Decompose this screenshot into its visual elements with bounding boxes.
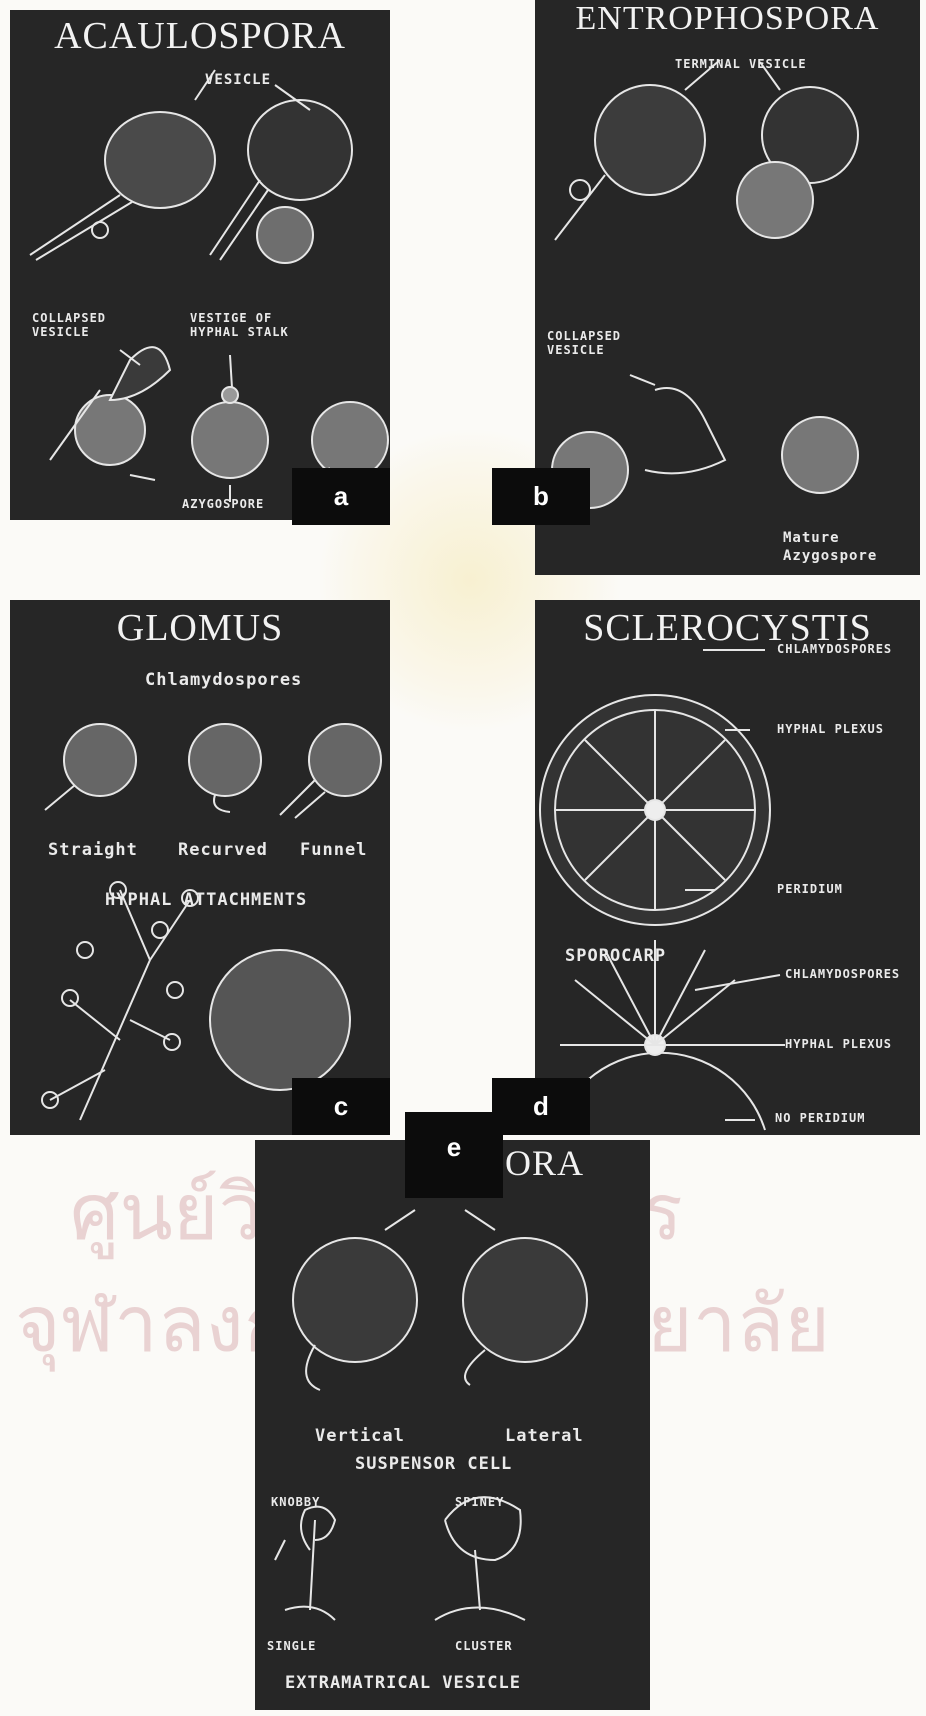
label-collapsed-vesicle-1: COLLAPSED [32, 312, 106, 325]
label-mature-2: Azygospore [783, 548, 877, 564]
panel-tag-a: a [292, 468, 390, 525]
label-hyphal-plexus-2: HYPHAL PLEXUS [785, 1038, 892, 1051]
gigaspora-illustration [255, 1140, 650, 1710]
label-suspensor-cell: SUSPENSOR CELL [355, 1456, 512, 1472]
label-vertical: Vertical [315, 1428, 405, 1444]
panel-tag-b: b [492, 468, 590, 525]
label-funnel: Funnel [300, 842, 367, 858]
label-spiney: SPINEY [455, 1496, 504, 1509]
glomus-illustration [10, 600, 390, 1135]
panel-entrophospora: ENTROPHOSPORA TERMINAL VESICLE COLLAPSED… [535, 0, 920, 575]
label-no-peridium: NO PERIDIUM [775, 1112, 865, 1125]
label-peridium: PERIDIUM [777, 883, 843, 896]
label-chlamydospores-2: CHLAMYDOSPORES [785, 968, 900, 981]
sclerocystis-illustration [535, 600, 920, 1135]
label-collapsed-vesicle-1: COLLAPSED [547, 330, 621, 343]
label-cluster: CLUSTER [455, 1640, 513, 1653]
panel-acaulospora: ACAULOSPORA VESICLE COLLAPSED VESICLE VE… [10, 10, 390, 520]
panel-tag-c: c [292, 1078, 390, 1135]
panel-glomus: GLOMUS Chlamydospores Straight Recurved … [10, 600, 390, 1135]
label-terminal-vesicle: TERMINAL VESICLE [675, 58, 807, 71]
label-sporocarp: SPOROCARP [565, 948, 666, 964]
label-vestige-1: VESTIGE OF [190, 312, 272, 325]
label-lateral: Lateral [505, 1428, 584, 1444]
label-straight: Straight [48, 842, 138, 858]
acaulospora-illustration [10, 10, 390, 520]
label-extramatrical-vesicle: EXTRAMATRICAL VESICLE [285, 1675, 521, 1691]
label-hyphal-attachments: HYPHAL ATTACHMENTS [105, 892, 307, 908]
label-knobby: KNOBBY [271, 1496, 320, 1509]
label-chlamydospores-1: CHLAMYDOSPORES [777, 643, 892, 656]
label-vestige-2: HYPHAL STALK [190, 326, 289, 339]
panel-tag-e: e [405, 1112, 503, 1198]
panel-sclerocystis: SCLEROCYSTIS CHLAMYDOSPORES HYPHAL PLEXU… [535, 600, 920, 1135]
label-collapsed-vesicle-2: VESICLE [32, 326, 90, 339]
entrophospora-illustration [535, 0, 920, 575]
label-mature-1: Mature [783, 530, 840, 546]
label-single: SINGLE [267, 1640, 316, 1653]
label-collapsed-vesicle-2: VESICLE [547, 344, 605, 357]
label-hyphal-plexus-1: HYPHAL PLEXUS [777, 723, 884, 736]
panel-tag-d: d [492, 1078, 590, 1135]
label-recurved: Recurved [178, 842, 268, 858]
label-azygospore: AZYGOSPORE [182, 498, 264, 511]
panel-gigaspora: ORA Vertical Lateral SUSPENSOR CELL KNOB… [255, 1140, 650, 1710]
label-vesicle: VESICLE [205, 72, 271, 88]
